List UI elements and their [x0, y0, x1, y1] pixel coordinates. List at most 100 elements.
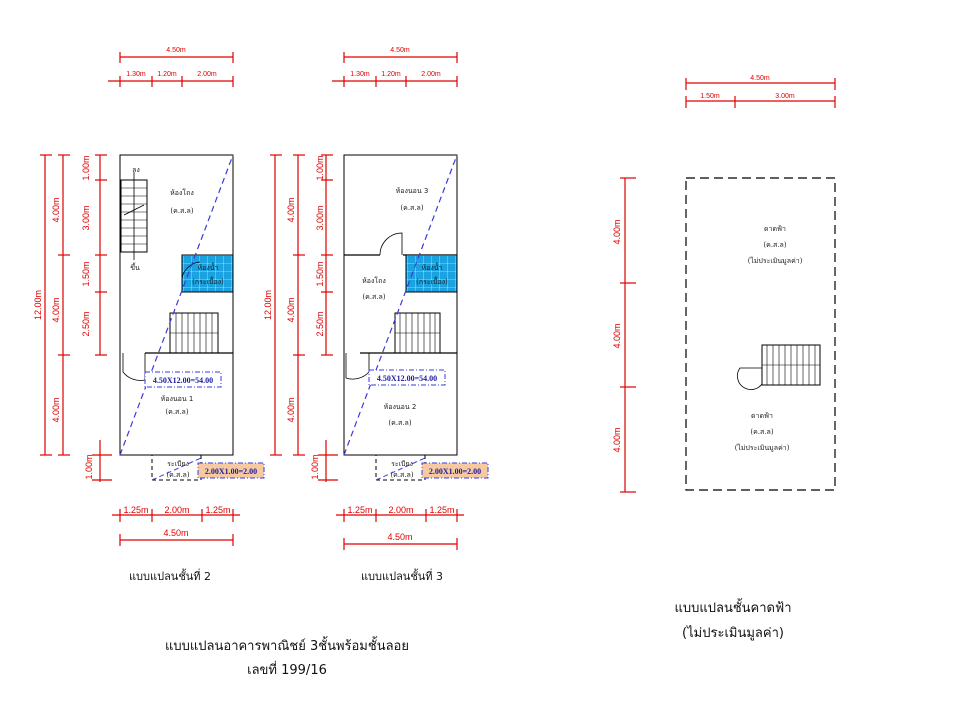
drawing-number: เลขที่ 199/16 — [247, 661, 327, 678]
roof-upper-label: ดาดฟ้า — [764, 225, 786, 233]
dim-left-seg: 4.00m — [612, 427, 622, 452]
dim-bottom-seg: 2.00m — [164, 505, 189, 515]
dim-bottom-seg: 1.25m — [429, 505, 454, 515]
dim-left-seg: 4.00m — [612, 219, 622, 244]
dim-top-seg: 1.30m — [350, 71, 370, 78]
room-bed-material: (ค.ส.ล) — [165, 408, 188, 416]
balcony-diagonal — [151, 457, 202, 481]
dim-top-seg: 2.00m — [421, 71, 441, 78]
dim-top-seg: 3.00m — [775, 93, 795, 100]
room-bed2-label: ห้องนอน 2 — [384, 403, 417, 411]
dim-left-outer: 4.00m — [286, 297, 296, 322]
dim-left-balcony: 1.00m — [310, 454, 320, 479]
dim-left-inner: 2.50m — [81, 311, 91, 336]
dim-left-balcony: 1.00m — [84, 454, 94, 479]
room-bath-material: (กระเบื้อง) — [416, 275, 448, 286]
bedroom-3-door — [379, 232, 403, 256]
room-bed2-material: (ค.ส.ล) — [388, 419, 411, 427]
dim-left-total: 12.00m — [263, 290, 273, 320]
bathroom-door — [181, 261, 201, 292]
room-bath-label: ห้องน้ำ — [198, 261, 219, 272]
room-hall-material: (ค.ส.ล) — [170, 207, 193, 215]
stair-up-label: ขึ้น — [130, 261, 140, 272]
stair — [394, 312, 441, 354]
dim-left-outer: 4.00m — [51, 397, 61, 422]
room-hall-label: ห้องโถง — [170, 188, 194, 197]
dim-left-total: 12.00m — [33, 290, 43, 320]
stair-upper — [120, 172, 148, 260]
dim-left-inner: 1.50m — [315, 261, 325, 286]
dim-bottom-total: 4.50m — [163, 528, 188, 538]
bedroom-door — [122, 353, 146, 381]
balcony-outline — [151, 454, 202, 481]
drawing-title: แบบแปลนอาคารพาณิชย์ 3ชั้นพร้อมชั้นลอย — [165, 636, 409, 654]
roof-plan: 4.50m 1.50m 3.00m 4.00m 4.00m 4.00m ดาดฟ… — [612, 75, 836, 641]
diagonal-measure-line — [343, 154, 458, 456]
room-bath-label: ห้องน้ำ — [422, 261, 443, 272]
bottom-dimensions — [336, 509, 464, 550]
floor-3-plan: 4.50m 1.30m 1.20m 2.00m 12.00m 4.00m 4.0… — [263, 47, 489, 583]
diagonal-measure-line — [119, 154, 234, 456]
left-dimensions — [40, 154, 112, 482]
top-dimensions — [332, 52, 458, 87]
left-dimensions — [620, 177, 636, 493]
dim-top-seg: 1.20m — [381, 71, 401, 78]
bathroom — [405, 254, 458, 293]
balcony-area-box — [197, 462, 265, 479]
area-main: 4.50X12.00=54.00 — [377, 374, 437, 383]
bottom-dimensions — [112, 509, 240, 546]
balcony-outline — [375, 454, 426, 481]
bathroom — [181, 254, 234, 293]
top-dimensions — [108, 52, 234, 87]
room-bed3-label: ห้องนอน 3 — [396, 187, 429, 195]
dim-left-outer: 4.00m — [51, 297, 61, 322]
room-bath-material: (กระเบื้อง) — [192, 275, 224, 286]
roof-subtitle: (ไม่ประเมินมูลค่า) — [682, 625, 784, 641]
area-main: 4.50X12.00=54.00 — [153, 376, 213, 385]
dim-left-inner: 3.00m — [315, 205, 325, 230]
dim-left-outer: 4.00m — [51, 197, 61, 222]
roof-lower-label: ดาดฟ้า — [751, 412, 773, 420]
dim-bottom-total: 4.50m — [387, 532, 412, 542]
bedroom-2-door — [345, 353, 370, 380]
dim-bottom-seg: 2.00m — [388, 505, 413, 515]
dim-bottom-seg: 1.25m — [205, 505, 230, 515]
dim-top-seg: 1.30m — [126, 71, 146, 78]
dim-left-inner: 1.00m — [315, 155, 325, 180]
roof-upper-note: (ไม่ประเมินมูลค่า) — [748, 256, 803, 265]
balcony-area-box — [421, 462, 489, 479]
dim-left-outer: 4.00m — [286, 397, 296, 422]
floor-2-title: แบบแปลนชั้นที่ 2 — [129, 568, 211, 583]
balcony-material: (ค.ส.ล) — [166, 471, 189, 479]
floor-2-plan: 4.50m 1.30m 1.20m 2.00m 12.00m 4.00m 4.0… — [33, 47, 265, 583]
stair-down-label: ลง — [132, 166, 140, 174]
room-bed3-material: (ค.ส.ล) — [400, 204, 423, 212]
dim-top-seg: 1.20m — [157, 71, 177, 78]
balcony-material: (ค.ส.ล) — [390, 471, 413, 479]
dim-left-inner: 3.00m — [81, 205, 91, 230]
top-dimensions — [685, 78, 836, 108]
dim-left-seg: 4.00m — [612, 323, 622, 348]
roof-lower-note: (ไม่ประเมินมูลค่า) — [735, 443, 790, 452]
balcony-label: ระเบียง — [167, 460, 189, 468]
roof-lower-material: (ค.ส.ล) — [750, 428, 773, 436]
area-balcony: 2.00X1.00=2.00 — [205, 467, 257, 476]
room-hall-label: ห้องโถง — [362, 276, 386, 285]
dim-left-inner: 1.50m — [81, 261, 91, 286]
roof-title: แบบแปลนชั้นคาดฟ้า — [674, 598, 791, 616]
dim-left-inner: 1.00m — [81, 155, 91, 180]
dim-top-seg: 2.00m — [197, 71, 217, 78]
balcony-label: ระเบียง — [391, 460, 413, 468]
room-bed-label: ห้องนอน 1 — [161, 395, 194, 403]
roof-upper-material: (ค.ส.ล) — [763, 241, 786, 249]
balcony-diagonal — [375, 457, 426, 481]
area-box — [368, 369, 446, 386]
dim-bottom-seg: 1.25m — [123, 505, 148, 515]
room-hall-material: (ค.ส.ล) — [362, 293, 385, 301]
dim-top-total: 4.50m — [390, 47, 410, 54]
dim-top-total: 4.50m — [750, 75, 770, 82]
left-dimensions — [270, 154, 338, 482]
area-balcony: 2.00X1.00=2.00 — [429, 467, 481, 476]
dim-left-inner: 2.50m — [315, 311, 325, 336]
